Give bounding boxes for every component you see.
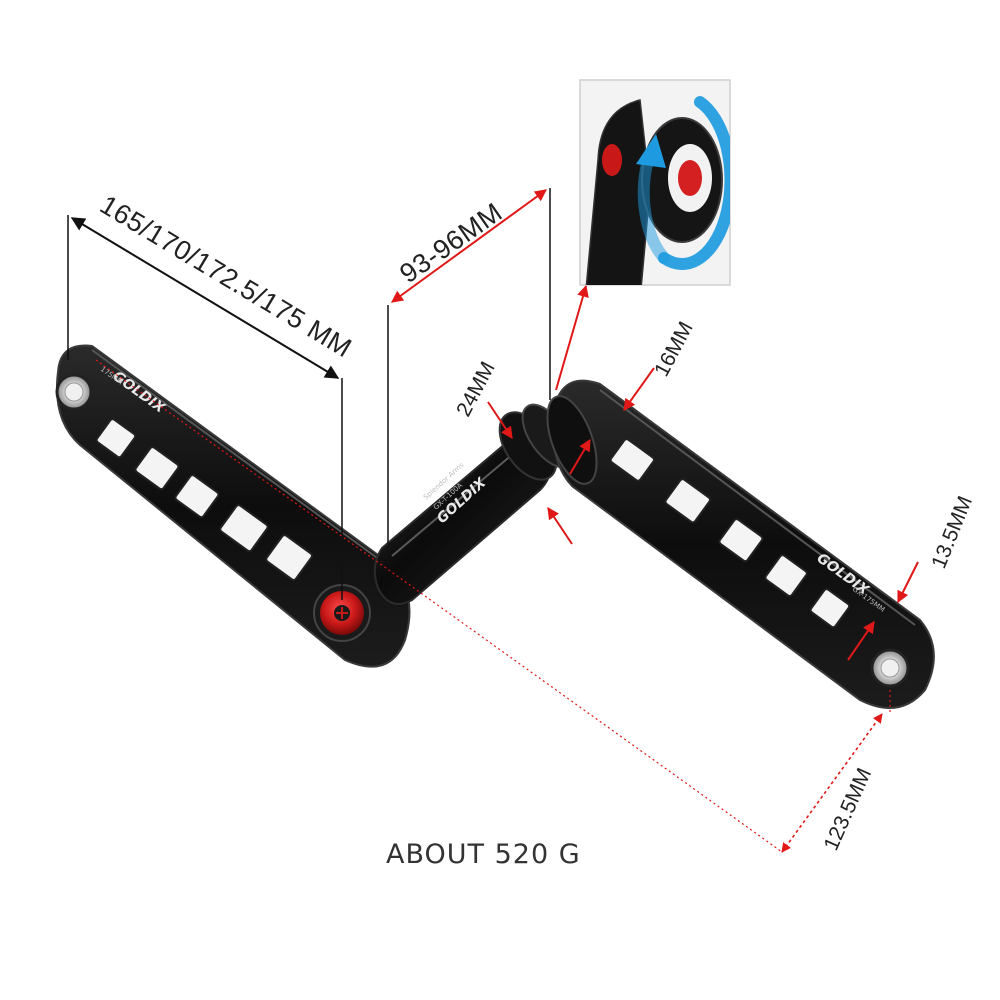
- right-crank-arm: GOLDIX GX-175MM: [546, 379, 935, 709]
- q-offset-label: 123.5MM: [820, 765, 877, 854]
- rotation-inset: [555, 79, 731, 391]
- spline-height-label: 16MM: [650, 318, 698, 380]
- arm-thickness-label: 13.5MM: [927, 493, 977, 572]
- arm-length-label: 165/170/172.5/175 MM: [95, 189, 357, 363]
- left-crank-arm: GOLDIX 175MM: [55, 344, 411, 668]
- spindle-diameter-label: 24MM: [452, 358, 500, 420]
- weight-label: ABOUT 520 G: [386, 839, 581, 870]
- spindle-width-label: 93-96MM: [394, 197, 507, 289]
- right-arm-windows: [609, 438, 851, 629]
- rotation-arrow-icon: [636, 96, 730, 270]
- left-arm-windows: [95, 418, 313, 581]
